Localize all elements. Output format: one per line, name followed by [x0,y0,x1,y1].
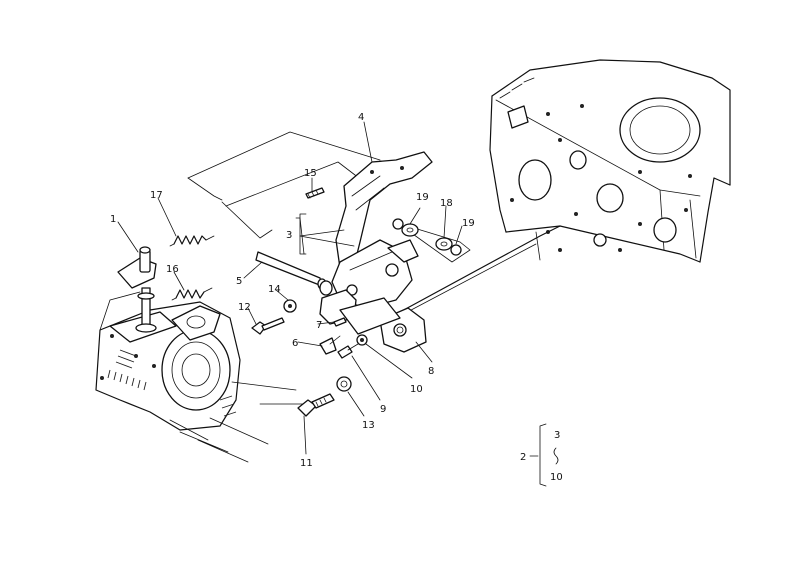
group-legend: 2 3 10 [520,423,563,487]
part-11-bolt [297,393,335,417]
callout-6: 6 [292,338,298,349]
legend-group-number: 2 [520,452,526,463]
governor-bracket [331,239,419,309]
part-1-plate-pin [117,246,157,333]
leader-lines [117,121,463,455]
callout-11: 11 [300,458,313,469]
callout-18: 18 [440,198,453,209]
callout-13: 13 [362,420,375,431]
part-13-washer [336,376,352,392]
callout-3: 3 [286,230,292,241]
callout-5: 5 [236,276,242,287]
callout-19-top: 19 [416,192,429,203]
part-14-washer [283,299,297,313]
callout-1: 1 [110,214,116,225]
callout-12: 12 [238,302,251,313]
callout-7: 7 [316,320,322,331]
callout-17: 17 [150,190,163,201]
part-4-lever [335,151,433,269]
part-5-shaft [255,251,333,296]
callout-15: 15 [304,168,317,179]
legend-range-start: 3 [554,430,560,441]
part-18-bushings [401,223,453,251]
callout-labels: 1 17 16 4 15 3 5 14 12 7 6 19 18 19 8 10… [110,112,475,469]
part-15-stud [305,187,325,199]
spring-17 [169,235,215,247]
part-12-bolt [251,317,285,335]
part-9-bolt [337,343,359,359]
part-19-washers [392,218,462,256]
callout-9: 9 [380,404,386,415]
gear-case-housing [95,291,269,463]
part-10-nut [356,334,368,346]
callout-19-right: 19 [462,218,475,229]
callout-8: 8 [428,366,434,377]
callout-14: 14 [268,284,281,295]
legend-range-end: 10 [550,472,563,483]
engine-block [489,59,731,263]
part-6-screw [319,335,341,355]
part-7-pin [333,317,347,327]
part-8-housing-block [319,289,427,353]
callout-16: 16 [166,264,179,275]
spring-16 [171,287,213,301]
callout-4: 4 [358,112,364,123]
callout-10: 10 [410,384,423,395]
